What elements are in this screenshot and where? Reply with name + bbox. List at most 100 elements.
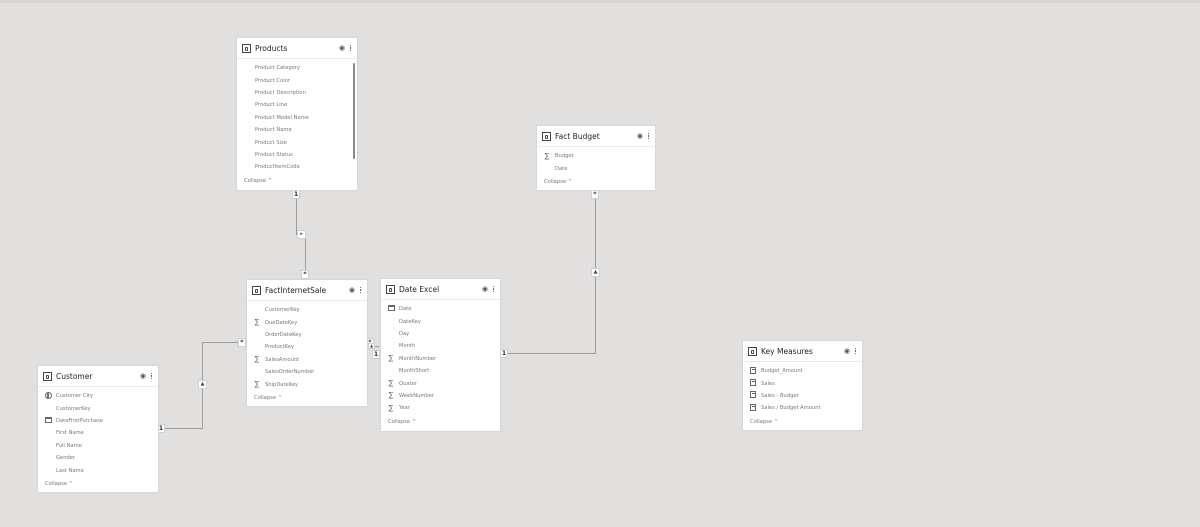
- calendar-icon: [387, 305, 395, 312]
- scrollbar[interactable]: [353, 63, 355, 159]
- table-icon: [386, 284, 395, 294]
- card-header[interactable]: Products ◉: [237, 38, 357, 59]
- sum-icon: ∑: [388, 379, 394, 388]
- field-item[interactable]: OrderDateKey: [265, 331, 302, 338]
- field-item[interactable]: ∑Quater: [381, 377, 500, 389]
- table-icon: [43, 371, 52, 381]
- eye-icon[interactable]: ◉: [348, 286, 355, 294]
- more-options-icon[interactable]: [855, 347, 857, 355]
- eye-icon[interactable]: ◉: [338, 44, 345, 52]
- calculator-icon: [750, 379, 756, 387]
- table-icon: [542, 131, 551, 141]
- eye-icon[interactable]: ◉: [843, 347, 850, 355]
- table-card-key-measures[interactable]: Key Measures ◉ Budget_Amount Sales Sales…: [742, 340, 863, 431]
- sum-icon: ∑: [388, 391, 394, 400]
- field-item[interactable]: Sales: [743, 377, 862, 389]
- sum-icon: ∑: [388, 354, 394, 363]
- field-item[interactable]: Product Size: [255, 139, 287, 146]
- field-item[interactable]: Last Name: [56, 467, 84, 474]
- field-item[interactable]: ProductItemCode: [255, 164, 300, 171]
- more-options-icon[interactable]: [493, 285, 495, 293]
- more-options-icon[interactable]: [350, 44, 352, 52]
- table-card-date-excel[interactable]: Date Excel ◉ Date DateKey Day Month ∑Mon…: [380, 278, 501, 432]
- more-options-icon[interactable]: [648, 132, 650, 140]
- relationship-line-customer-fact[interactable]: [202, 342, 242, 343]
- field-item[interactable]: ∑MonthNumber: [381, 353, 500, 365]
- field-item[interactable]: Date: [381, 303, 500, 315]
- field-item[interactable]: Product Status: [255, 151, 293, 158]
- card-header[interactable]: FactInternetSale ◉: [247, 280, 367, 301]
- relationship-line-products-fact[interactable]: [305, 235, 306, 275]
- sum-icon: ∑: [254, 318, 260, 327]
- field-item[interactable]: ProductKey: [265, 344, 295, 351]
- more-options-icon[interactable]: [360, 286, 362, 294]
- field-item[interactable]: CustomerKey: [56, 405, 91, 412]
- field-item[interactable]: Gender: [56, 455, 76, 462]
- more-options-icon[interactable]: [151, 372, 153, 380]
- card-header[interactable]: Customer ◉: [38, 366, 158, 387]
- field-item[interactable]: Product Description: [255, 89, 306, 96]
- field-item[interactable]: Product Name: [255, 127, 292, 134]
- field-list: ∑Budget Date: [537, 147, 655, 175]
- field-item[interactable]: Month: [399, 343, 416, 350]
- relationship-line-customer-fact[interactable]: [160, 428, 203, 429]
- field-item[interactable]: Budget_Amount: [743, 365, 862, 377]
- field-list: CustomerKey ∑DueDateKey OrderDateKey Pro…: [247, 301, 367, 391]
- collapse-button[interactable]: Collapse ^: [244, 177, 273, 184]
- cross-filter-arrow-icon: ▲: [198, 380, 207, 389]
- table-title: FactInternetSale: [265, 285, 327, 295]
- field-item[interactable]: DateKey: [399, 318, 421, 325]
- cardinality-many: *: [238, 338, 246, 347]
- field-item[interactable]: ∑SalesAmount: [247, 354, 367, 366]
- table-icon: [748, 346, 757, 356]
- field-item[interactable]: Full Name: [56, 442, 82, 449]
- relationship-line-products-fact[interactable]: [296, 190, 297, 235]
- field-item[interactable]: Product Line: [255, 102, 288, 109]
- table-title: Customer: [56, 371, 93, 381]
- field-item[interactable]: MonthShort: [399, 368, 430, 375]
- calculator-icon: [750, 391, 756, 399]
- field-item[interactable]: SalesOrderNumber: [265, 369, 315, 376]
- eye-icon[interactable]: ◉: [636, 132, 643, 140]
- field-item[interactable]: CustomerKey: [265, 307, 300, 314]
- collapse-button[interactable]: Collapse ^: [544, 178, 573, 185]
- field-item[interactable]: ∑Year: [381, 402, 500, 414]
- field-list: Product Category Product Color Product D…: [237, 59, 357, 174]
- field-item[interactable]: DateFirstPurchase: [38, 415, 158, 427]
- collapse-button[interactable]: Collapse ^: [750, 418, 779, 425]
- collapse-button[interactable]: Collapse ^: [45, 480, 74, 487]
- field-item[interactable]: Day: [399, 330, 410, 337]
- cross-filter-arrow-icon: ▲: [591, 268, 600, 277]
- field-item[interactable]: Customer City: [38, 390, 158, 402]
- eye-icon[interactable]: ◉: [481, 285, 488, 293]
- table-card-fact-budget[interactable]: Fact Budget ◉ ∑Budget Date Collapse ^: [536, 125, 656, 191]
- field-item[interactable]: ∑DueDateKey: [247, 316, 367, 328]
- calendar-icon: [44, 416, 52, 423]
- table-icon: [252, 285, 261, 295]
- table-card-fact-internet-sale[interactable]: FactInternetSale ◉ CustomerKey ∑DueDateK…: [246, 279, 368, 407]
- field-list: Customer City CustomerKey DateFirstPurch…: [38, 387, 158, 477]
- field-item[interactable]: First Name: [56, 430, 84, 437]
- table-card-customer[interactable]: Customer ◉ Customer City CustomerKey Dat…: [37, 365, 159, 493]
- field-item[interactable]: Product Color: [255, 77, 290, 84]
- field-item[interactable]: Product Category: [255, 65, 301, 72]
- field-item[interactable]: Date: [555, 165, 568, 172]
- field-item[interactable]: Product Model Name: [255, 114, 309, 121]
- field-item[interactable]: Sales - Budget: [743, 390, 862, 402]
- card-header[interactable]: Date Excel ◉: [381, 279, 500, 300]
- table-title: Date Excel: [399, 284, 440, 294]
- card-header[interactable]: Fact Budget ◉: [537, 126, 655, 147]
- field-item[interactable]: ∑Budget: [537, 150, 655, 162]
- calculator-icon: [750, 366, 756, 374]
- canvas-top-edge: [0, 0, 1200, 3]
- collapse-button[interactable]: Collapse ^: [254, 394, 283, 401]
- field-item[interactable]: ∑WeekNumber: [381, 390, 500, 402]
- field-item[interactable]: ∑ShipDateKey: [247, 378, 367, 390]
- field-list: Date DateKey Day Month ∑MonthNumber Mont…: [381, 300, 500, 415]
- collapse-button[interactable]: Collapse ^: [388, 418, 417, 425]
- relationship-line-date-budget[interactable]: [500, 353, 596, 354]
- eye-icon[interactable]: ◉: [139, 372, 146, 380]
- table-card-products[interactable]: Products ◉ Product Category Product Colo…: [236, 37, 358, 191]
- field-item[interactable]: Sales / Budget Amount: [743, 402, 862, 414]
- card-header[interactable]: Key Measures ◉: [743, 341, 862, 362]
